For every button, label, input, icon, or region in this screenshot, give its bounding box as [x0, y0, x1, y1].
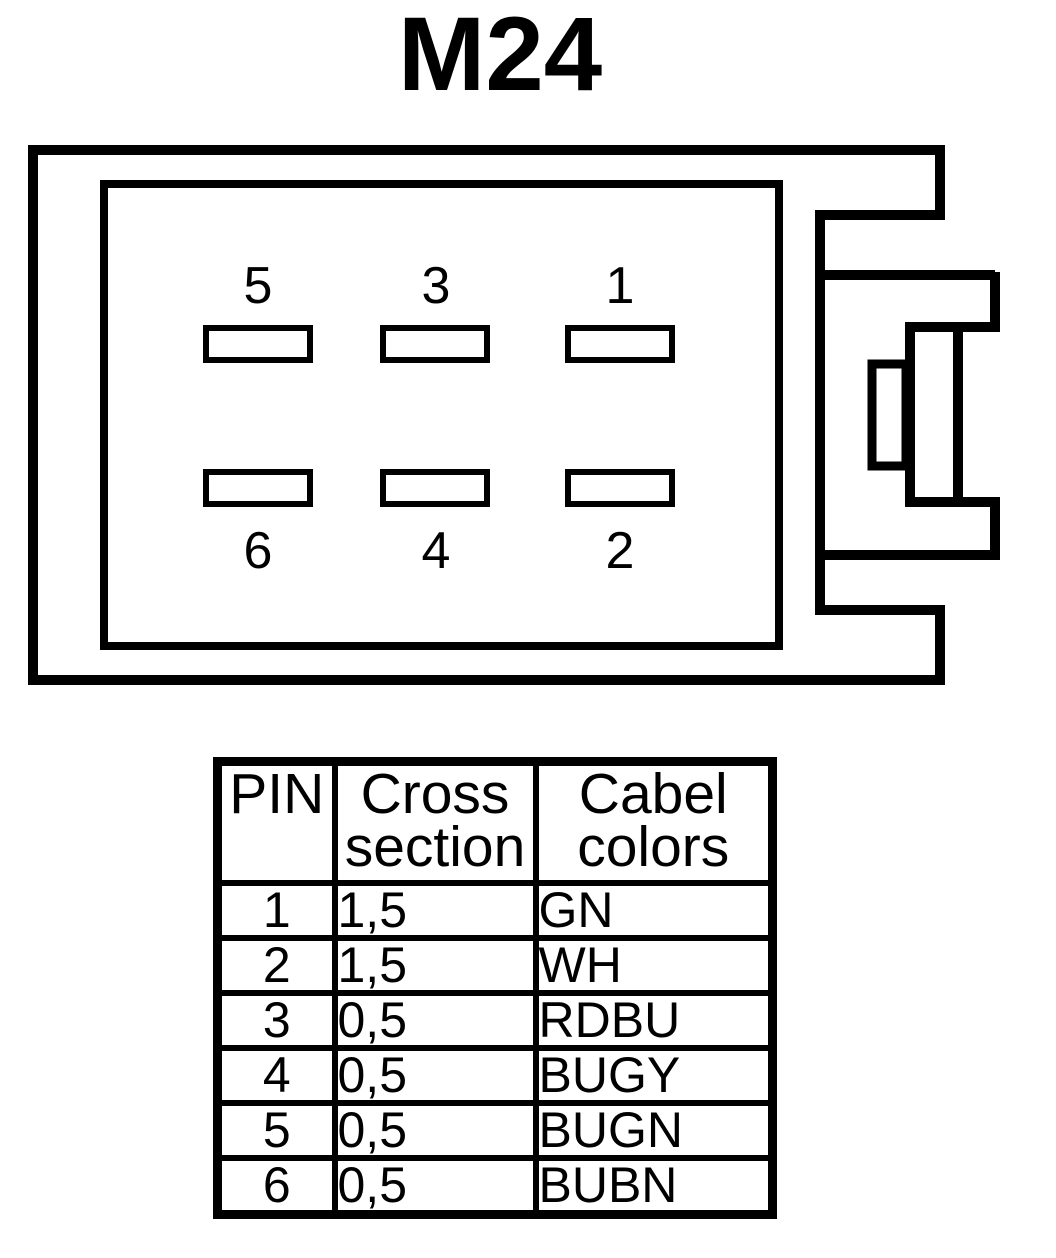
cell-cross-section: 0,5 — [331, 1100, 539, 1161]
cell-pin: 6 — [214, 1155, 338, 1218]
col-header-cable-colors: Cabel colors — [532, 758, 776, 886]
cell-cross-section: 0,5 — [331, 1155, 539, 1218]
pin-slot-2 — [565, 469, 675, 507]
connector-housing-outline — [28, 145, 945, 685]
pin-slot-5 — [203, 325, 313, 363]
pinout-table: PIN Cross section Cabel colors 1 1,5 GN … — [213, 757, 777, 1219]
pin-label-6: 6 — [244, 522, 273, 580]
pin-slot-6 — [203, 469, 313, 507]
pin-label-2: 2 — [606, 522, 635, 580]
diagram-title: M24 — [397, 0, 603, 113]
pin-label-4: 4 — [422, 522, 451, 580]
cell-cross-section: 0,5 — [331, 990, 539, 1051]
pin-label-1: 1 — [606, 257, 635, 315]
pin-slot-1 — [565, 325, 675, 363]
cell-cable-color: BUBN — [532, 1155, 776, 1218]
pin-slot-3 — [380, 325, 490, 363]
header-row: PIN Cross section Cabel colors — [214, 758, 776, 886]
table-row: 6 0,5 BUBN — [214, 1155, 776, 1218]
cell-cable-color: RDBU — [532, 990, 776, 1051]
cell-cross-section: 1,5 — [331, 935, 539, 996]
col-header-pin: PIN — [214, 758, 338, 886]
pin-slot-4 — [380, 469, 490, 507]
table-row: 3 0,5 RDBU — [214, 990, 776, 1051]
cell-cross-section: 1,5 — [331, 880, 539, 941]
cell-cable-color: WH — [532, 935, 776, 996]
connector-latch — [820, 270, 1000, 560]
cell-pin: 3 — [214, 990, 338, 1051]
cell-pin: 1 — [214, 880, 338, 941]
cell-pin: 5 — [214, 1100, 338, 1161]
pin-label-5: 5 — [244, 257, 273, 315]
pin-label-3: 3 — [422, 257, 451, 315]
cell-pin: 4 — [214, 1045, 338, 1106]
table-row: 4 0,5 BUGY — [214, 1045, 776, 1106]
cell-cable-color: GN — [532, 880, 776, 941]
latch-small-key-rect — [867, 359, 911, 471]
cell-cable-color: BUGN — [532, 1100, 776, 1161]
connector-inner-frame — [100, 180, 783, 650]
cell-cable-color: BUGY — [532, 1045, 776, 1106]
col-header-cross-section: Cross section — [331, 758, 539, 886]
table-row: 5 0,5 BUGN — [214, 1100, 776, 1161]
cell-cross-section: 0,5 — [331, 1045, 539, 1106]
cell-pin: 2 — [214, 935, 338, 996]
table-row: 2 1,5 WH — [214, 935, 776, 996]
connector-diagram: 5 3 1 6 4 2 — [28, 145, 1000, 685]
table-row: 1 1,5 GN — [214, 880, 776, 941]
